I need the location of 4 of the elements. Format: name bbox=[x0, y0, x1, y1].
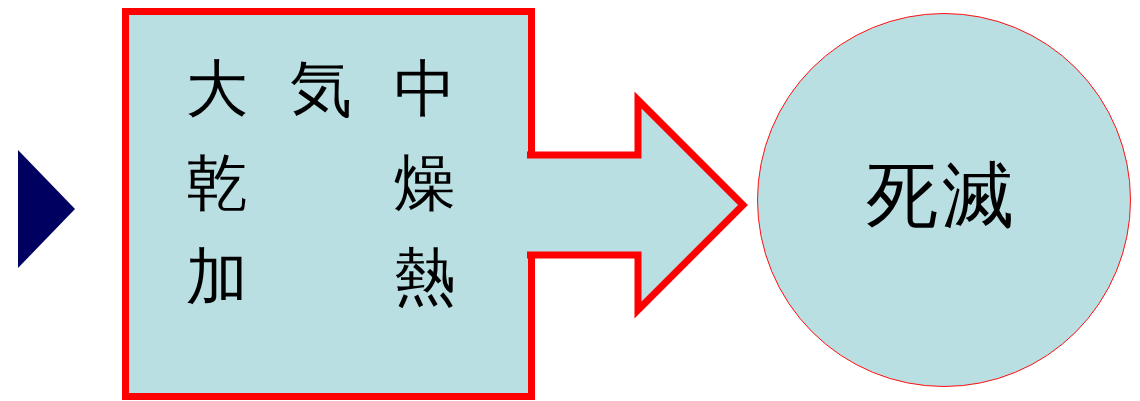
node-text: 大気中乾燥加熱 bbox=[185, 51, 456, 315]
process-box bbox=[122, 8, 535, 400]
triangle-marker bbox=[18, 150, 75, 268]
node-text: 死滅 bbox=[866, 152, 1018, 239]
